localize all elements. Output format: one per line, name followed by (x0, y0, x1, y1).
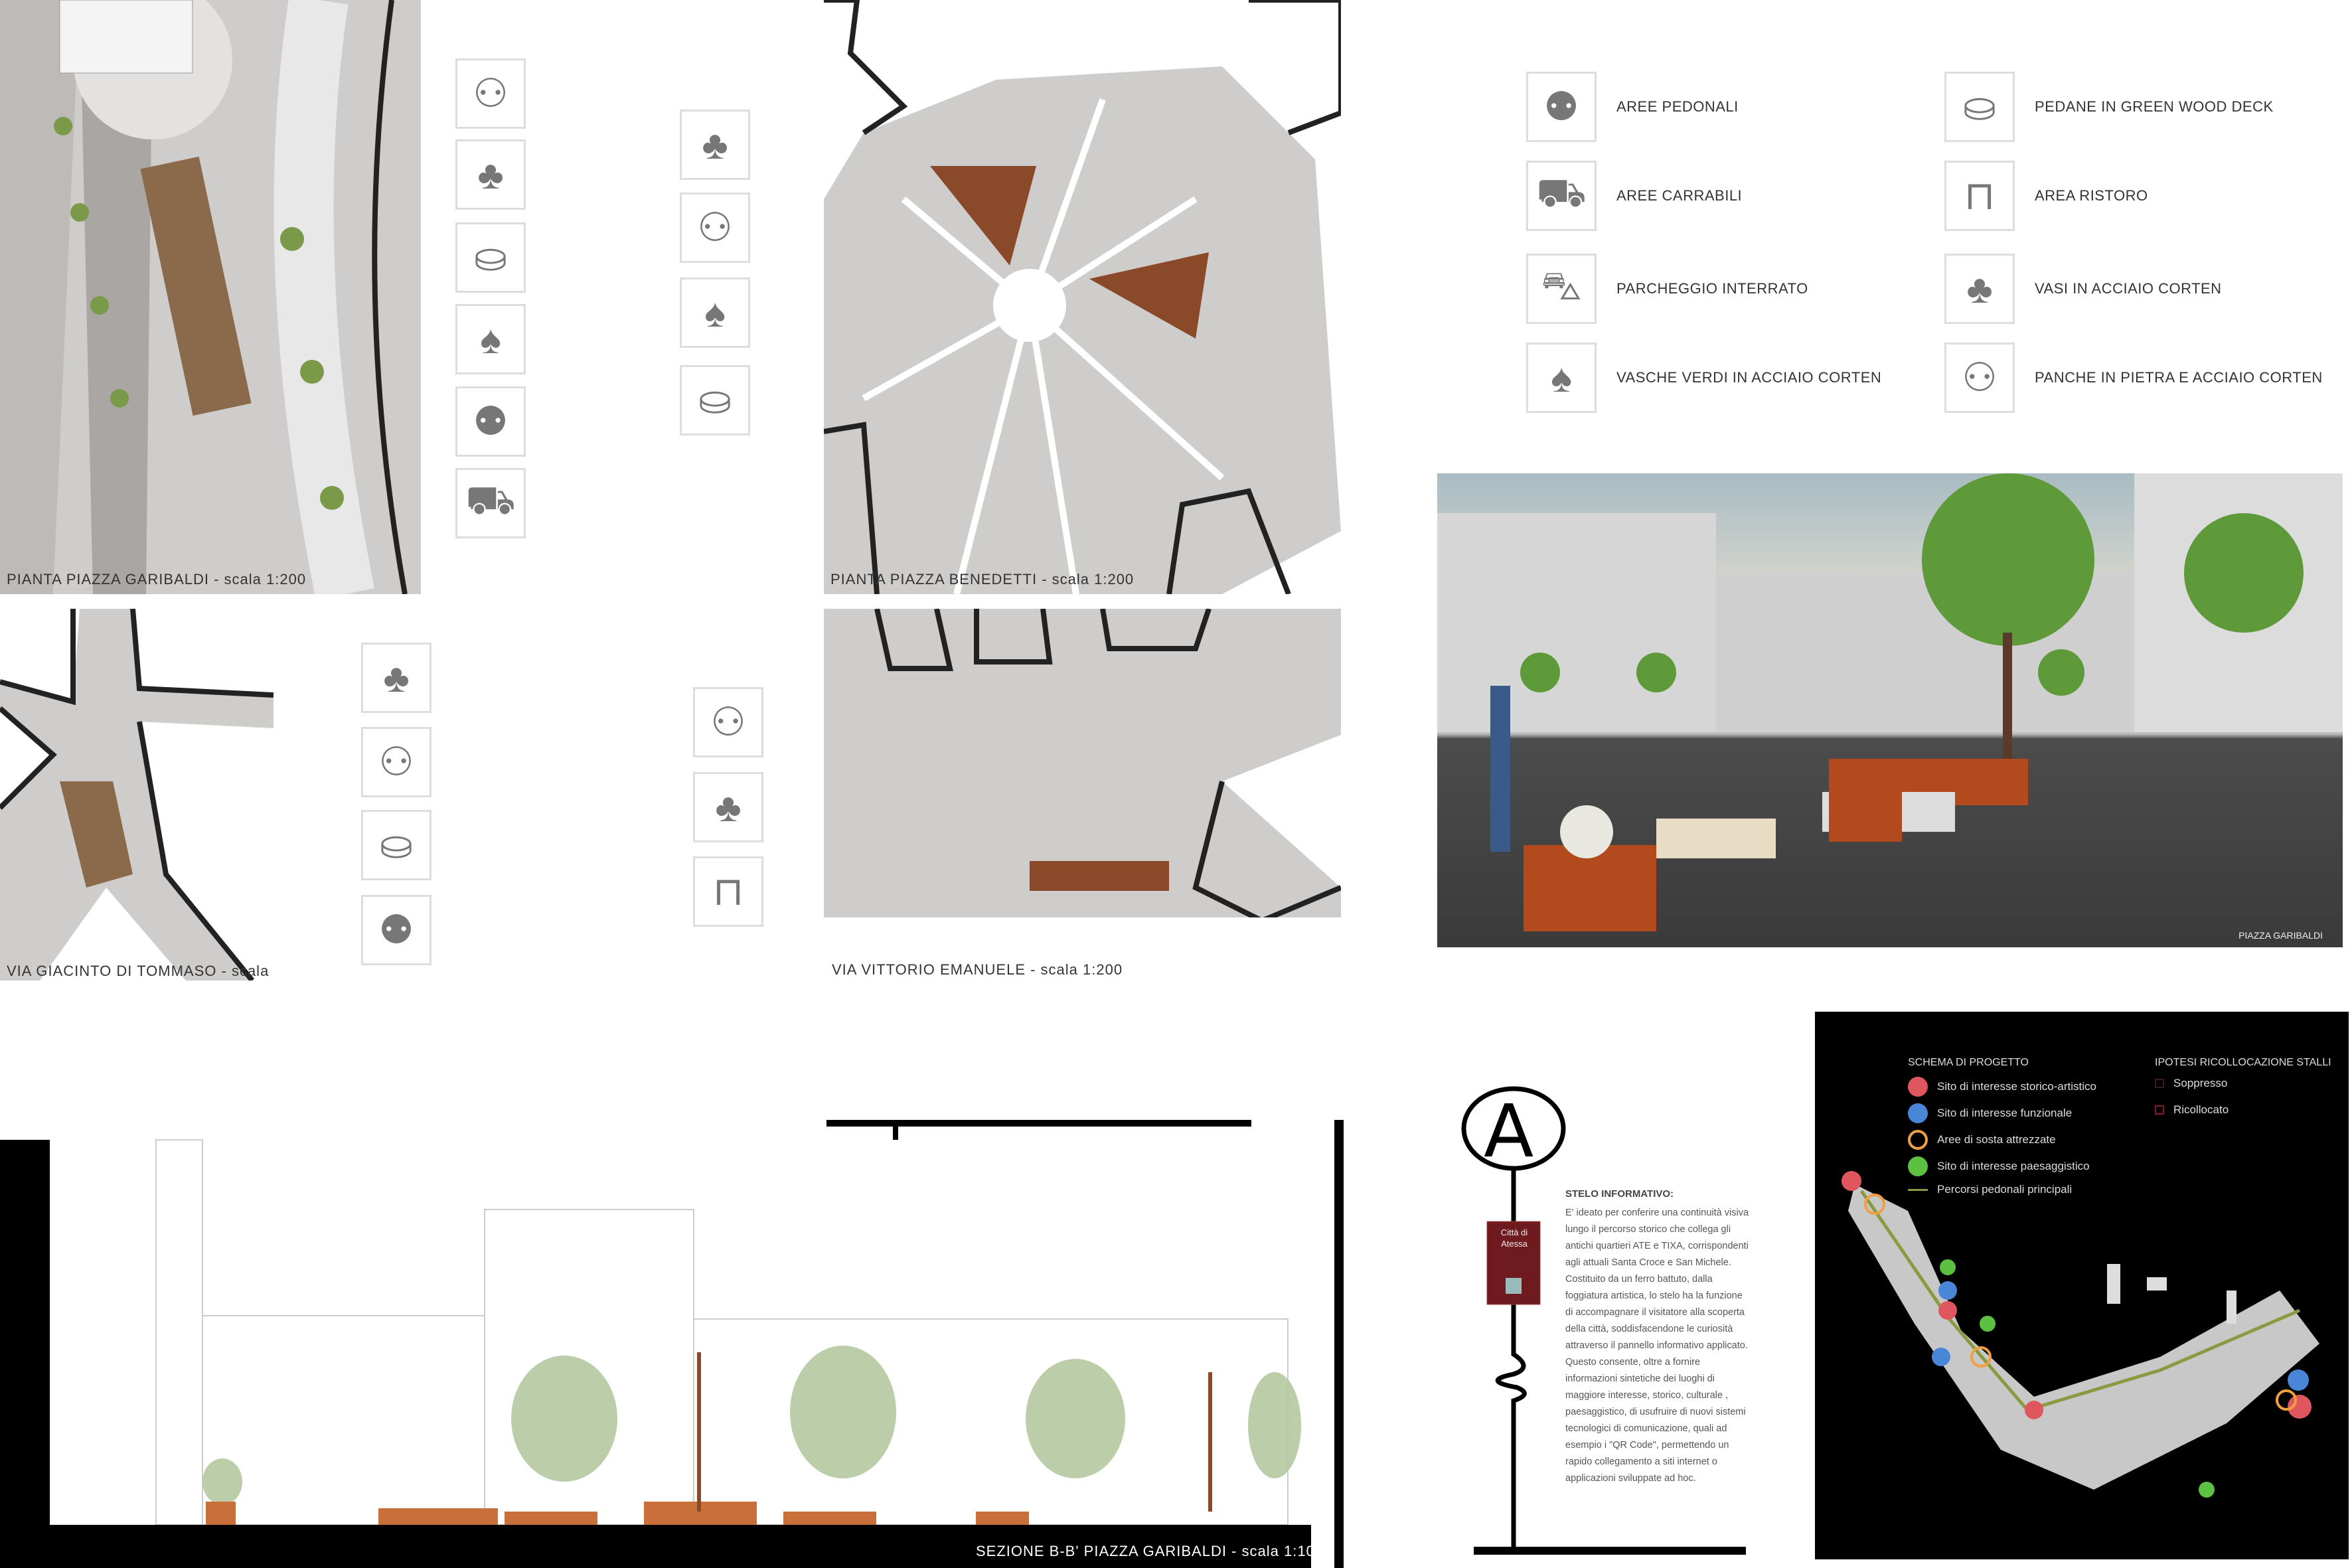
legend-percorsi: Percorsi pedonali principali (1908, 1183, 2072, 1196)
legend-paesaggistico: Sito di interesse paesaggistico (1908, 1156, 2090, 1176)
twin-trees-icon: ♠ (455, 304, 526, 374)
plan-piazza-garibaldi: PIANTA PIAZZA GARIBALDI - scala 1:200 (0, 0, 421, 594)
section-caption: SEZIONE B-B' PIAZZA GARIBALDI - scala 1:… (976, 1543, 1311, 1559)
plan-caption: PIANTA PIAZZA GARIBALDI - scala 1:200 (7, 571, 307, 588)
twin-trees-icon: ♠ (680, 277, 750, 348)
legend-funzionale: Sito di interesse funzionale (1908, 1103, 2072, 1123)
green-clover-icon (1908, 1156, 1928, 1176)
bench-people-icon: ⚇ (1944, 343, 2015, 413)
legend-label: Sito di interesse paesaggistico (1937, 1160, 2090, 1172)
bench-people-icon: ⚇ (361, 727, 431, 797)
legend-label: Soppresso (2173, 1077, 2228, 1089)
legend-item: ⛀ PEDANE IN GREEN WOOD DECK (1944, 72, 2274, 142)
stelo-description: E' ideato per conferire una continuità v… (1565, 1208, 1749, 1484)
wood-deck-icon: ⛀ (1944, 72, 2015, 142)
pedestrians-icon: ⚉ (361, 895, 431, 965)
potted-tree-icon: ♣ (680, 110, 750, 180)
legend-item: ⚇ PANCHE IN PIETRA E ACCIAIO CORTEN (1944, 343, 2323, 413)
legend-item: ♠ VASCHE VERDI IN ACCIAIO CORTEN (1526, 343, 1881, 413)
plan-drawing (824, 0, 1341, 594)
stelo-title: STELO INFORMATIVO: (1565, 1188, 1674, 1200)
underground-parking-icon: ⛍ (1526, 254, 1597, 324)
plan-via-vittorio (824, 609, 1341, 917)
legend-item: ⊓ AREA RISTORO (1944, 161, 2148, 231)
wood-deck-icon: ⛀ (455, 222, 526, 293)
plan-caption: PIANTA PIAZZA BENEDETTI - scala 1:200 (830, 571, 1135, 588)
pedestrians-icon: ⚉ (1526, 72, 1597, 142)
signpost-drawing (1461, 1086, 1746, 1555)
car-icon: ⛟ (455, 468, 526, 538)
square-icon (2155, 1105, 2164, 1115)
legend-label: AREA RISTORO (2035, 187, 2148, 204)
square-icon (2155, 1079, 2164, 1088)
legend-item: ⚉ AREE PEDONALI (1526, 72, 1739, 142)
legend-label: Aree di sosta attrezzate (1937, 1133, 2056, 1146)
legend-label: VASI IN ACCIAIO CORTEN (2035, 280, 2222, 297)
render-image (1437, 473, 2343, 931)
plan-via-giacinto: VIA GIACINTO DI TOMMASO - scala 1:200 (0, 609, 274, 980)
legend-item: ♣ VASI IN ACCIAIO CORTEN (1944, 254, 2222, 324)
wood-deck-icon: ⛀ (680, 365, 750, 435)
legend-label: PARCHEGGIO INTERRATO (1616, 280, 1808, 297)
legend-label: AREE PEDONALI (1616, 98, 1739, 115)
legend-label: AREE CARRABILI (1616, 187, 1743, 204)
twin-trees-icon: ♠ (1526, 343, 1597, 413)
bench-people-icon: ⚇ (680, 193, 750, 263)
green-line-icon (1908, 1188, 1928, 1191)
legend-soppresso: Soppresso (2155, 1077, 2227, 1090)
pedestrians-icon: ⚉ (455, 386, 526, 457)
legend-label: Percorsi pedonali principali (1937, 1183, 2073, 1196)
render-caption: PIAZZA GARIBALDI (2238, 930, 2323, 941)
legend-label: PANCHE IN PIETRA E ACCIAIO CORTEN (2035, 369, 2323, 386)
table-chair-icon: ⊓ (693, 856, 763, 927)
blue-dot-icon (1908, 1103, 1928, 1123)
stalli-title: IPOTESI RICOLLOCAZIONE STALLI (2155, 1057, 2331, 1068)
legend-ricollocato: Ricollocato (2155, 1103, 2229, 1117)
potted-tree-icon: ♣ (361, 643, 431, 713)
orange-ring-icon (1908, 1130, 1928, 1150)
legend-label: Sito di interesse funzionale (1937, 1107, 2073, 1119)
divider-line (1334, 1120, 1344, 1568)
section-drawing: SEZIONE B-B' PIAZZA GARIBALDI - scala 1:… (0, 1120, 1311, 1568)
plan-drawing (824, 609, 1341, 917)
legend-aree-sosta: Aree di sosta attrezzate (1908, 1130, 2056, 1150)
schema-title: SCHEMA DI PROGETTO (1908, 1057, 2029, 1068)
potted-tree-icon: ♣ (1944, 254, 2015, 324)
wood-deck-icon: ⛀ (361, 810, 431, 880)
town-map (1842, 1171, 2319, 1498)
plan-caption: VIA VITTORIO EMANUELE - scala 1:200 (832, 961, 1123, 978)
plan-drawing (0, 0, 408, 594)
bench-people-icon: ⚇ (455, 58, 526, 129)
signpost-letter: A (1484, 1089, 1534, 1174)
legend-label: Ricollocato (2173, 1103, 2229, 1116)
legend-label: VASCHE VERDI IN ACCIAIO CORTEN (1616, 369, 1882, 386)
potted-tree-icon: ♣ (693, 772, 763, 842)
signpost-panel-text: Città di Atessa (1500, 1227, 1528, 1249)
legend-item: ⛟ AREE CARRABILI (1526, 161, 1742, 231)
legend-label: PEDANE IN GREEN WOOD DECK (2035, 98, 2274, 115)
project-scheme-map: SCHEMA DI PROGETTO Sito di interesse sto… (1815, 1012, 2349, 1559)
legend-item: ⛍ PARCHEGGIO INTERRATO (1526, 254, 1808, 324)
render-piazza-garibaldi: PIAZZA GARIBALDI (1437, 473, 2343, 947)
plan-piazza-benedetti: PIANTA PIAZZA BENEDETTI - scala 1:200 (824, 0, 1341, 594)
car-icon: ⛟ (1526, 161, 1597, 231)
plan-drawing (0, 609, 274, 980)
plan-caption: VIA GIACINTO DI TOMMASO - scala 1:200 (7, 963, 274, 979)
potted-tree-icon: ♣ (455, 139, 526, 210)
table-chair-icon: ⊓ (1944, 161, 2015, 231)
legend-label: Sito di interesse storico-artistico (1937, 1080, 2096, 1093)
section-image (0, 1120, 1311, 1568)
bench-people-icon: ⚇ (693, 687, 763, 757)
legend-storico-artistico: Sito di interesse storico-artistico (1908, 1077, 2096, 1097)
red-dot-icon (1908, 1077, 1928, 1097)
